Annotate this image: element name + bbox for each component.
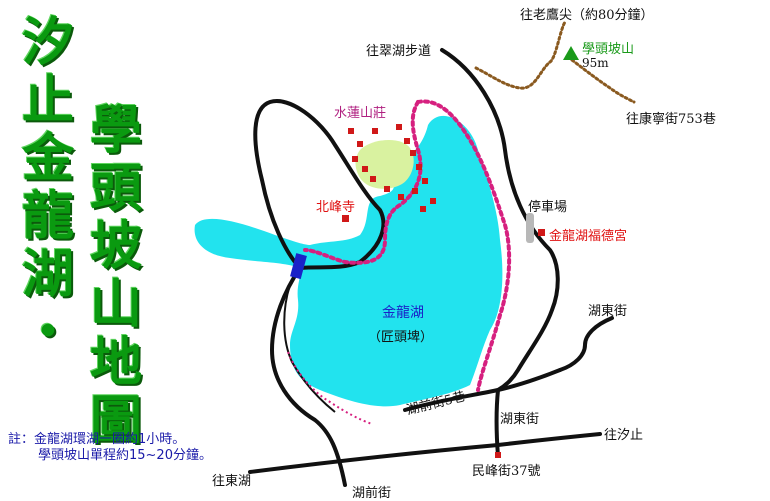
peak-icon xyxy=(563,46,579,60)
label-lake-alias: （匠頭埤） xyxy=(368,330,434,345)
label-fude-temple: 金龍湖福德宮 xyxy=(549,229,628,244)
dam-marker xyxy=(290,253,307,280)
beifeng-temple-marker xyxy=(342,215,349,222)
title-char: 汐 xyxy=(22,13,75,73)
road-west-main xyxy=(270,266,347,487)
label-to-hudong: 往東湖 xyxy=(212,474,252,489)
label-huqian-st: 湖前街 xyxy=(352,486,392,501)
title-char: 金 xyxy=(22,129,75,189)
lake-trail-west xyxy=(287,351,373,425)
title-char: 龍 xyxy=(22,187,75,247)
shuilian-markers xyxy=(348,124,436,212)
label-parking: 停車場 xyxy=(528,200,568,215)
title-char: 學 xyxy=(90,101,143,161)
road-cuihu xyxy=(440,48,560,392)
label-peak-height: 95m xyxy=(582,56,609,70)
title-left-column: 汐 止 金 龍 湖 ・ xyxy=(22,14,74,362)
note-line-2: 學頭坡山單程約15~20分鐘。 xyxy=(38,448,212,463)
road-hudong-north xyxy=(558,316,614,372)
road-hudong-south xyxy=(494,388,500,458)
label-to-laoying: 往老鷹尖（約80分鐘） xyxy=(520,8,654,23)
minfeng-marker xyxy=(495,452,501,458)
title-char: 圖 xyxy=(90,391,143,451)
title-char: 山 xyxy=(90,275,143,335)
road-xizhi xyxy=(248,432,602,474)
label-to-kangning: 往康寧街753巷 xyxy=(626,112,716,127)
lake-trail-east xyxy=(416,99,512,392)
road-loop-west xyxy=(253,99,386,270)
label-hudong-st-1: 湖東街 xyxy=(588,304,628,319)
label-to-xizhi: 往汐止 xyxy=(604,428,644,443)
parking-icon xyxy=(526,213,534,243)
title-char: 頭 xyxy=(90,159,143,219)
label-hudong-st-2: 湖東街 xyxy=(500,412,540,427)
title-char: 湖 xyxy=(22,245,75,305)
shuilian-green-area xyxy=(355,139,414,189)
title-char: ・ xyxy=(22,303,75,363)
lake-trail-north xyxy=(303,100,423,265)
trail-to-laoying xyxy=(474,20,567,90)
label-to-cuihu: 往翠湖步道 xyxy=(366,44,432,59)
label-minfeng: 民峰街37號 xyxy=(472,464,541,479)
title-char: 坡 xyxy=(90,217,143,277)
label-beifeng-temple: 北峰寺 xyxy=(316,200,356,215)
label-lake-name: 金龍湖 xyxy=(382,305,424,321)
title-right-column: 學 頭 坡 山 地 圖 xyxy=(90,102,142,450)
label-peak-name: 學頭坡山 xyxy=(582,42,635,57)
fude-temple-marker xyxy=(538,229,545,236)
title-char: 地 xyxy=(90,333,143,393)
title-char: 止 xyxy=(22,71,75,131)
trail-to-kangning xyxy=(570,58,636,104)
note-line-1: 註：金龍湖環湖一圈約1小時。 xyxy=(8,432,186,447)
label-shuilian: 水蓮山莊 xyxy=(334,106,387,121)
